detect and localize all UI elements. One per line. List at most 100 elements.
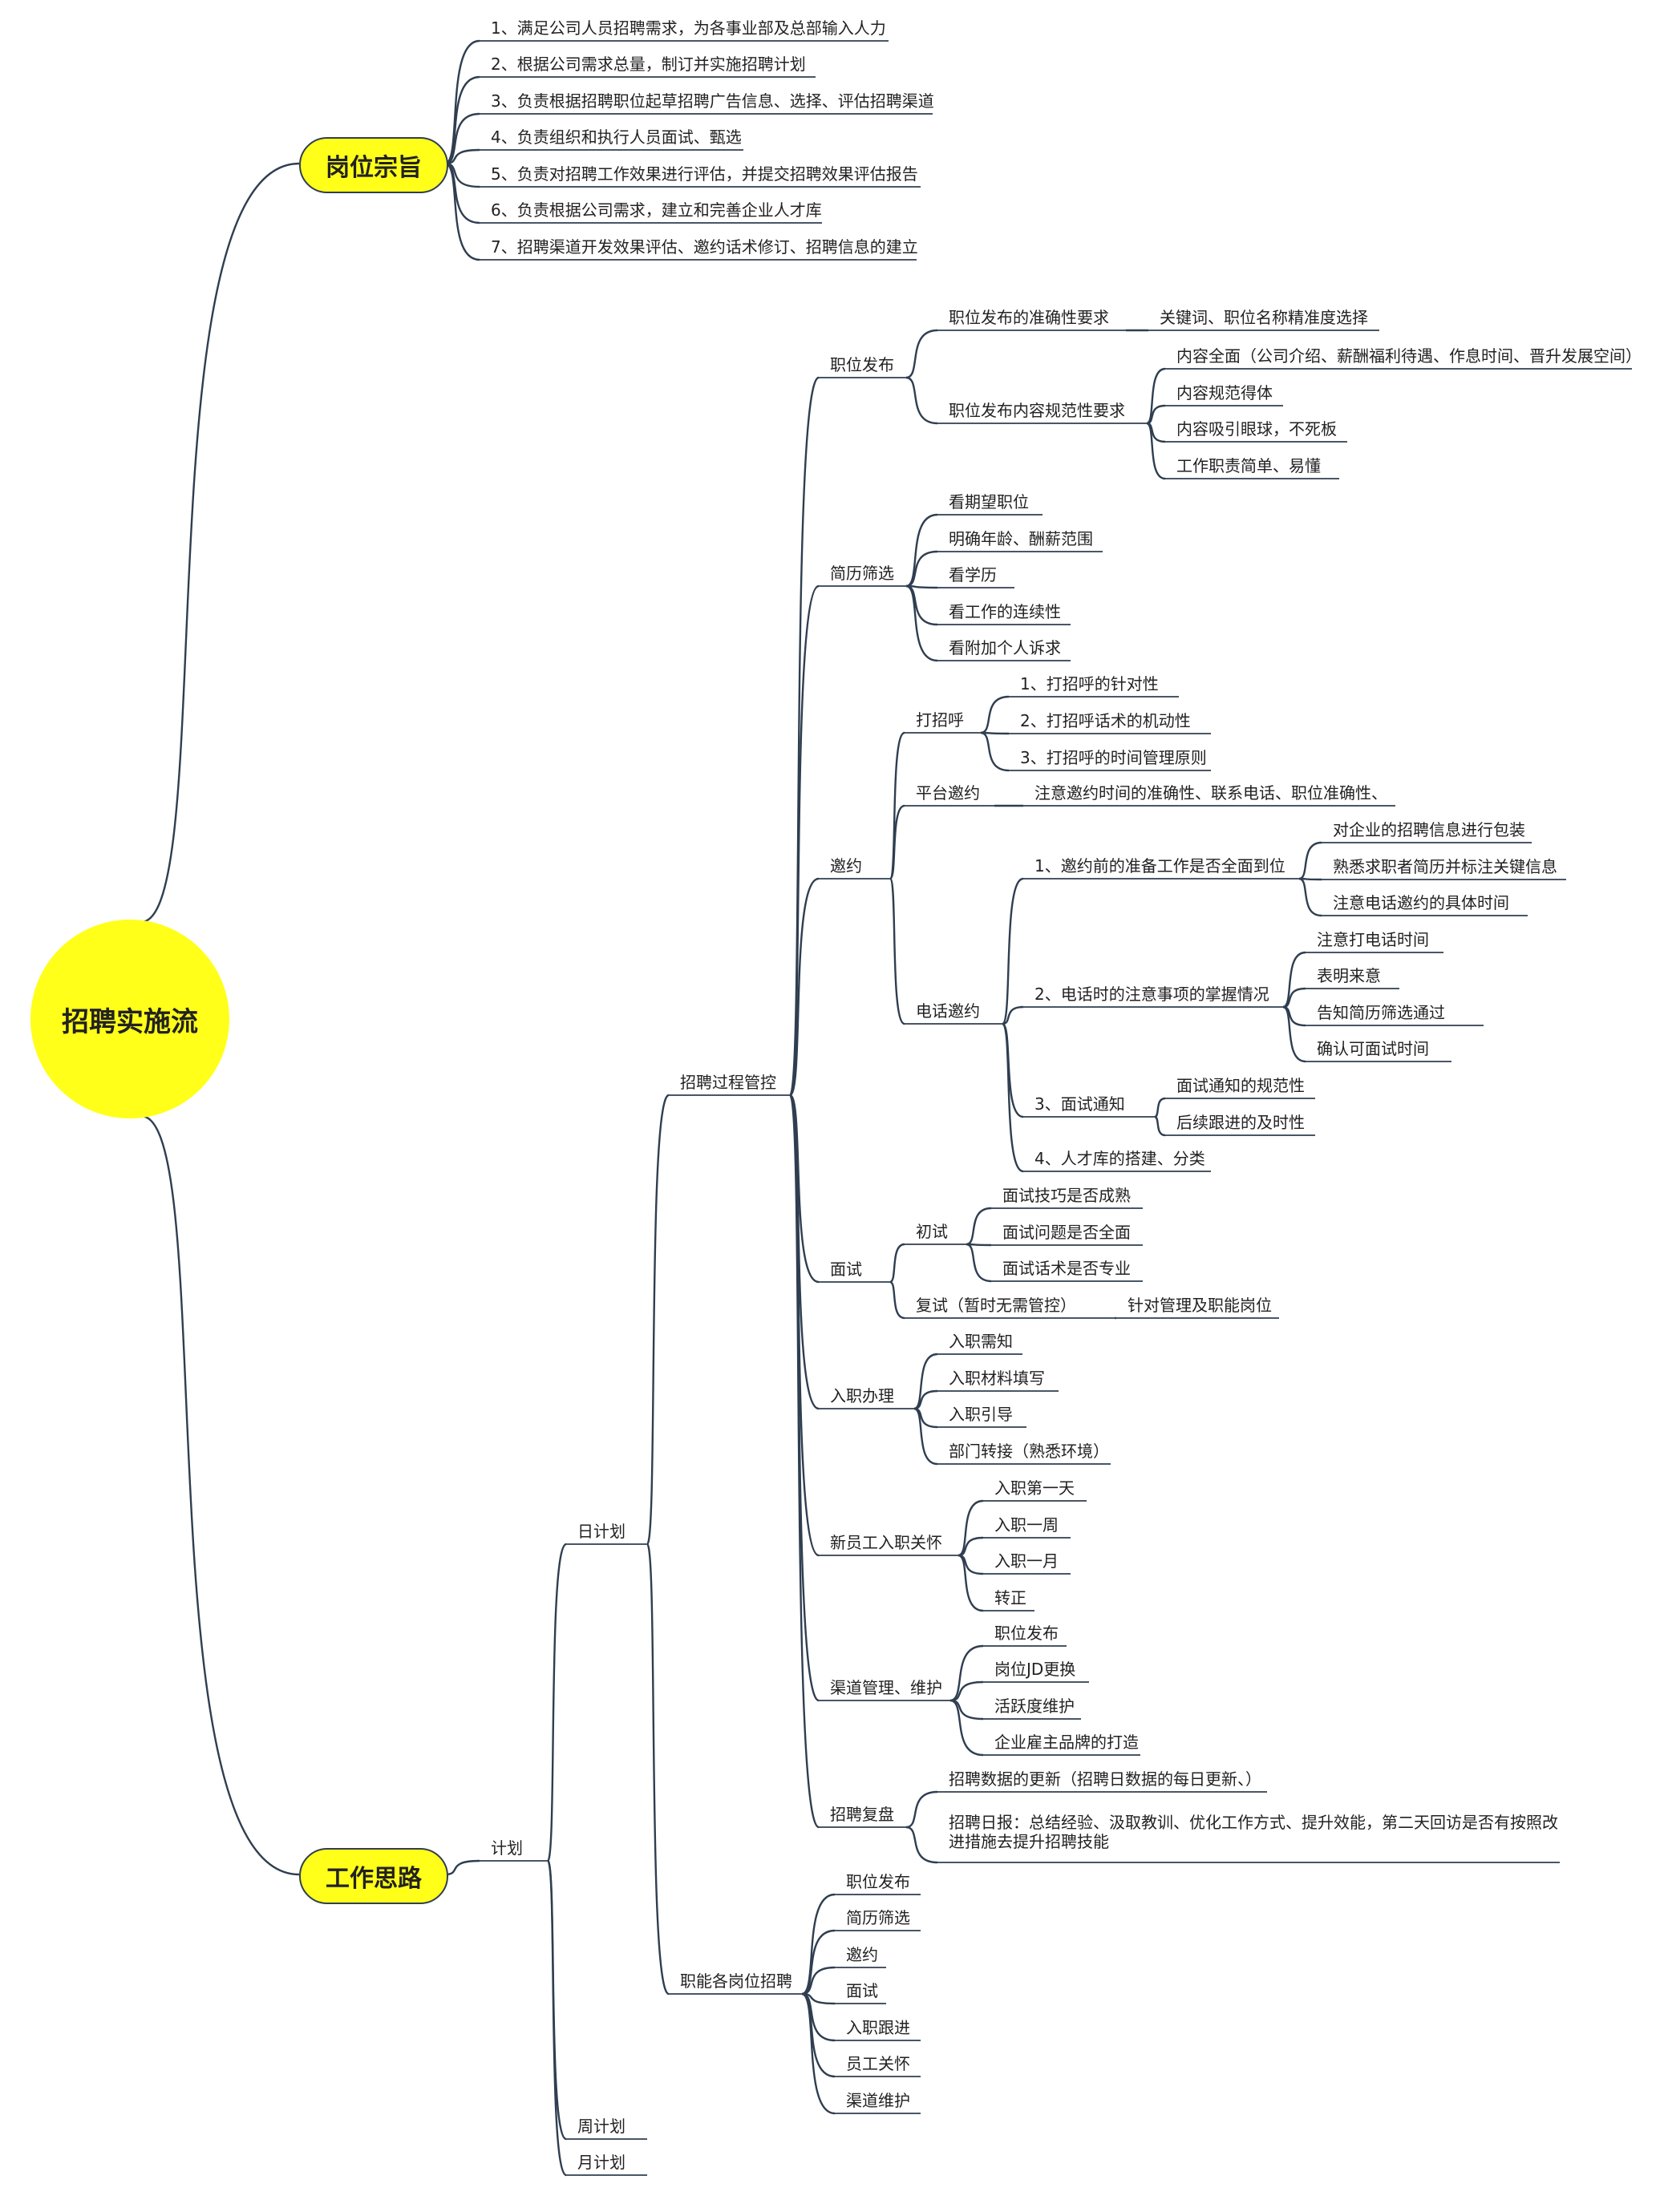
- weekly-plan-node[interactable]: 周计划: [577, 2117, 626, 2136]
- child-connector: [949, 1699, 984, 1757]
- purpose-item[interactable]: 6、负责根据公司需求，建立和完善企业人才库: [491, 200, 822, 220]
- screening-item[interactable]: 明确年龄、酬薪范围: [949, 529, 1093, 548]
- child-connector: [1002, 1005, 1024, 1025]
- review-item[interactable]: 招聘数据的更新（招聘日数据的每日更新、）: [949, 1769, 1261, 1789]
- onboard-item[interactable]: 入职材料填写: [949, 1369, 1045, 1388]
- branch-work-node[interactable]: 工作思路: [299, 1848, 448, 1904]
- process-connector: [788, 376, 820, 1097]
- child-connector: [889, 877, 905, 1025]
- functional-item[interactable]: 职位发布: [846, 1872, 910, 1891]
- onboard-item[interactable]: 入职需知: [949, 1332, 1013, 1351]
- phone-call-item[interactable]: 表明来意: [1317, 966, 1381, 985]
- phone-call[interactable]: 2、电话时的注意事项的掌握情况: [1034, 985, 1269, 1004]
- phone-prep-item[interactable]: 注意电话邀约的具体时间: [1333, 893, 1509, 912]
- care-item[interactable]: 入职一周: [994, 1515, 1059, 1535]
- phone-call-item[interactable]: 确认可面试时间: [1317, 1039, 1429, 1058]
- phone-notice-item[interactable]: 后续跟进的及时性: [1176, 1113, 1305, 1132]
- care-item[interactable]: 转正: [994, 1588, 1026, 1607]
- interview-second-item[interactable]: 针对管理及职能岗位: [1128, 1296, 1272, 1315]
- greet-node[interactable]: 打招呼: [916, 710, 964, 730]
- greet-item[interactable]: 1、打招呼的针对性: [1020, 674, 1159, 694]
- process-node[interactable]: 招聘过程管控: [680, 1073, 776, 1092]
- platform-node[interactable]: 平台邀约: [916, 783, 980, 803]
- care-item[interactable]: 入职一月: [994, 1551, 1059, 1571]
- onboard-node[interactable]: 入职办理: [830, 1386, 894, 1405]
- greet-item[interactable]: 2、打招呼话术的机动性: [1020, 711, 1191, 730]
- plan-node[interactable]: 计划: [491, 1838, 523, 1858]
- care-node[interactable]: 新员工入职关怀: [830, 1533, 942, 1552]
- functional-node[interactable]: 职能各岗位招聘: [680, 1971, 792, 1991]
- monthly-plan-node[interactable]: 月计划: [577, 2153, 626, 2172]
- screening-item[interactable]: 看学历: [949, 565, 997, 584]
- screening-item[interactable]: 看期望职位: [949, 492, 1029, 512]
- interview-second[interactable]: 复试（暂时无需管控）: [916, 1296, 1076, 1315]
- onboard-item[interactable]: 部门转接（熟悉环境）: [949, 1442, 1109, 1461]
- interview-first-item[interactable]: 面试话术是否专业: [1002, 1259, 1131, 1278]
- invite-node[interactable]: 邀约: [830, 856, 862, 875]
- child-connector: [1001, 1022, 1024, 1173]
- screening-node[interactable]: 简历筛选: [830, 564, 894, 583]
- channel-item[interactable]: 职位发布: [994, 1624, 1059, 1643]
- child-connector: [913, 1353, 938, 1410]
- publish-accuracy[interactable]: 职位发布的准确性要求: [949, 308, 1109, 327]
- branch-purpose-node[interactable]: 岗位宗旨: [299, 137, 448, 193]
- publish-accuracy-item[interactable]: 关键词、职位名称精准度选择: [1160, 308, 1368, 327]
- child-connector: [905, 1790, 938, 1829]
- functional-item[interactable]: 邀约: [846, 1945, 878, 1964]
- purpose-item[interactable]: 5、负责对招聘工作效果进行评估，并提交招聘效果评估报告: [491, 164, 918, 184]
- review-node[interactable]: 招聘复盘: [830, 1805, 894, 1824]
- onboard-item[interactable]: 入职引导: [949, 1405, 1013, 1424]
- channel-item[interactable]: 活跃度维护: [994, 1696, 1075, 1716]
- greet-item[interactable]: 3、打招呼的时间管理原则: [1020, 748, 1207, 767]
- purpose-item[interactable]: 2、根据公司需求总量，制订并实施招聘计划: [491, 55, 806, 74]
- interview-first[interactable]: 初试: [916, 1222, 948, 1241]
- root-node[interactable]: 招聘实施流: [30, 920, 229, 1118]
- child-connector: [1146, 422, 1166, 480]
- purpose-connector: [444, 112, 480, 165]
- functional-item[interactable]: 简历筛选: [846, 1908, 910, 1927]
- purpose-item[interactable]: 4、负责组织和执行人员面试、甄选: [491, 127, 742, 147]
- phone-notice[interactable]: 3、面试通知: [1034, 1094, 1125, 1114]
- work-connector: [444, 1859, 480, 1876]
- publish-standard[interactable]: 职位发布内容规范性要求: [949, 401, 1125, 420]
- publish-node[interactable]: 职位发布: [830, 355, 894, 374]
- publish-standard-item[interactable]: 工作职责简单、易懂: [1176, 456, 1321, 475]
- phone-prep-item[interactable]: 对企业的招聘信息进行包装: [1333, 820, 1525, 839]
- child-connector: [1298, 841, 1322, 880]
- child-connector: [1282, 1005, 1306, 1063]
- screening-item[interactable]: 看工作的连续性: [949, 602, 1061, 621]
- phone-prep[interactable]: 1、邀约前的准备工作是否全面到位: [1034, 856, 1285, 875]
- child-connector: [801, 1893, 836, 1996]
- phone-call-item[interactable]: 告知简历筛选通过: [1317, 1003, 1445, 1022]
- functional-item[interactable]: 渠道维护: [846, 2091, 910, 2110]
- phone-talent[interactable]: 4、人才库的搭建、分类: [1034, 1149, 1205, 1168]
- review-item[interactable]: 招聘日报：总结经验、汲取教训、优化工作方式、提升效能，第二天回访是否有按照改进措…: [949, 1813, 1558, 1851]
- child-connector: [958, 1499, 984, 1557]
- functional-item[interactable]: 入职跟进: [846, 2018, 910, 2037]
- channel-item[interactable]: 企业雇主品牌的打造: [994, 1733, 1139, 1752]
- purpose-item[interactable]: 1、满足公司人员招聘需求，为各事业部及总部输入人力: [491, 18, 886, 38]
- channel-node[interactable]: 渠道管理、维护: [830, 1678, 942, 1697]
- functional-item[interactable]: 员工关怀: [846, 2054, 910, 2073]
- daily-plan-node[interactable]: 日计划: [577, 1522, 626, 1541]
- platform-item[interactable]: 注意邀约时间的准确性、联系电话、职位准确性、: [1034, 783, 1387, 803]
- channel-item[interactable]: 岗位JD更换: [994, 1660, 1076, 1679]
- screening-item[interactable]: 看附加个人诉求: [949, 638, 1061, 657]
- functional-item[interactable]: 面试: [846, 1981, 878, 2000]
- publish-standard-item[interactable]: 内容全面（公司介绍、薪酬福利待遇、作息时间、晋升发展空间）: [1176, 346, 1642, 366]
- care-item[interactable]: 入职第一天: [994, 1478, 1075, 1498]
- interview-first-item[interactable]: 面试问题是否全面: [1002, 1223, 1131, 1242]
- interview-node[interactable]: 面试: [830, 1260, 862, 1279]
- phone-prep-item[interactable]: 熟悉求职者简历并标注关键信息: [1333, 857, 1557, 876]
- purpose-item[interactable]: 3、负责根据招聘职位起草招聘广告信息、选择、评估招聘渠道: [491, 91, 934, 111]
- phone-node[interactable]: 电话邀约: [916, 1001, 980, 1021]
- child-connector: [958, 1554, 984, 1612]
- child-connector: [913, 1407, 938, 1466]
- phone-notice-item[interactable]: 面试通知的规范性: [1176, 1076, 1305, 1095]
- root-to-work: [140, 1114, 300, 1876]
- purpose-item[interactable]: 7、招聘渠道开发效果评估、邀约话术修订、招聘信息的建立: [491, 237, 918, 257]
- publish-standard-item[interactable]: 内容吸引眼球，不死板: [1176, 419, 1337, 439]
- phone-call-item[interactable]: 注意打电话时间: [1317, 930, 1429, 949]
- publish-standard-item[interactable]: 内容规范得体: [1176, 383, 1273, 402]
- interview-first-item[interactable]: 面试技巧是否成熟: [1002, 1186, 1131, 1205]
